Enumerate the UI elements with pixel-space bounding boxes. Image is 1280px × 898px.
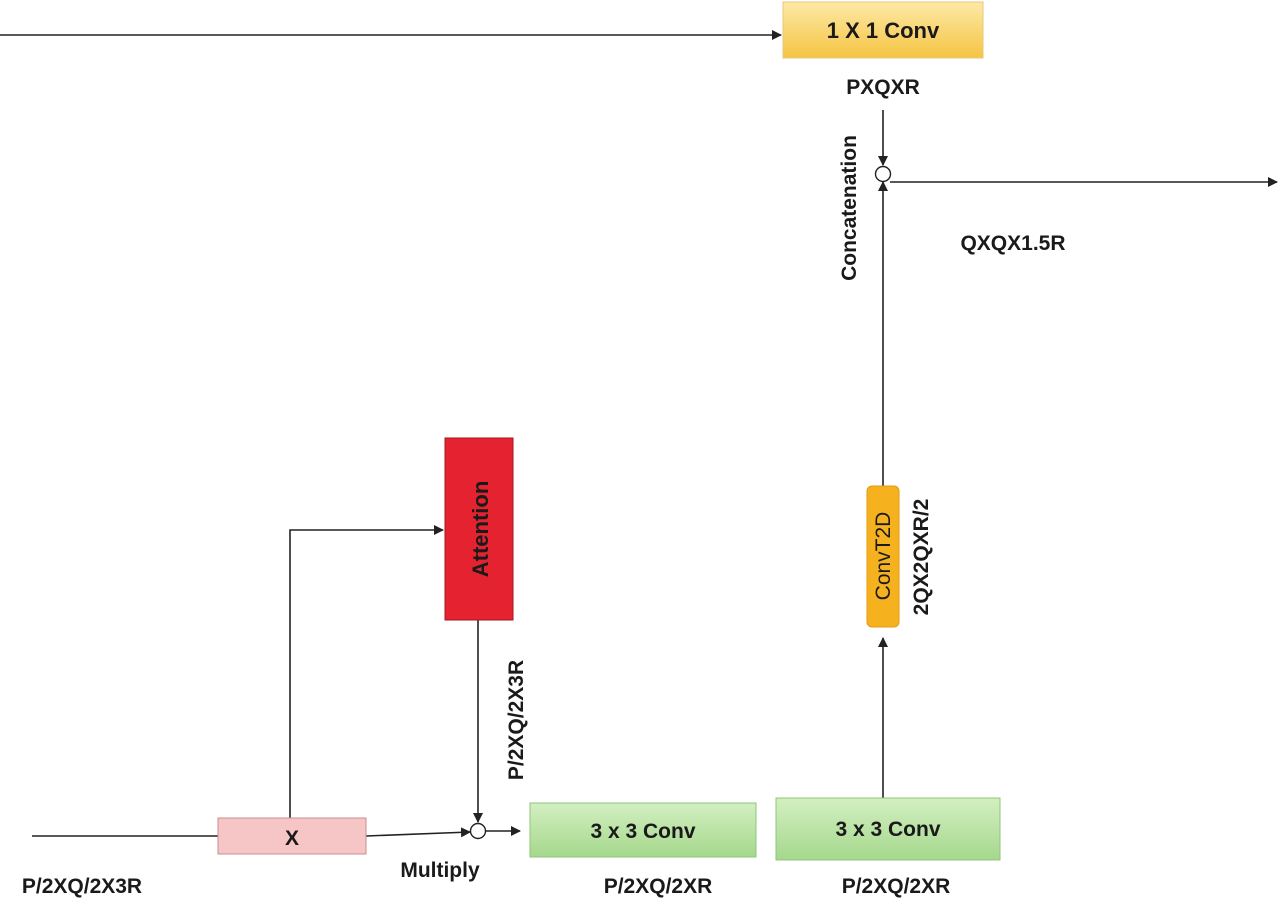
- convt2d-label: ConvT2D: [872, 512, 895, 601]
- x-block-label: X: [285, 827, 299, 850]
- pxqxr-label: PXQXR: [846, 76, 920, 99]
- x-to-attention-arrow: [289, 525, 444, 818]
- conv3x3-b-label: 3 x 3 Conv: [835, 818, 940, 841]
- conv3x3-block-b: 3 x 3 Conv: [775, 797, 1001, 861]
- convt2d-dims-label: 2QX2QXR/2: [910, 499, 933, 616]
- concatenation-label: Concatenation: [838, 135, 861, 281]
- conv-a-dims-label: P/2XQ/2XR: [604, 875, 713, 898]
- conv-b-dims-label: P/2XQ/2XR: [842, 875, 951, 898]
- multiply-node: [469, 822, 487, 840]
- concatenation-node: [874, 165, 892, 183]
- conv3x3-block-a: 3 x 3 Conv: [529, 802, 757, 858]
- output-dims-label: QXQX1.5R: [960, 232, 1065, 255]
- input-dims-label: P/2XQ/2X3R: [22, 875, 142, 898]
- conv3x3-a-label: 3 x 3 Conv: [590, 820, 695, 843]
- conv1x1-block: 1 X 1 Conv: [782, 1, 984, 59]
- conv1x1-label: 1 X 1 Conv: [827, 18, 940, 43]
- attention-block: Attention: [444, 437, 514, 621]
- multiply-label: Multiply: [400, 859, 480, 882]
- attention-dims-label: P/2XQ/2X3R: [505, 660, 528, 780]
- convt2d-block: ConvT2D: [866, 485, 900, 628]
- x-to-multiply-arrow: [365, 827, 471, 838]
- attention-label: Attention: [468, 481, 493, 578]
- x-block: X: [217, 817, 367, 855]
